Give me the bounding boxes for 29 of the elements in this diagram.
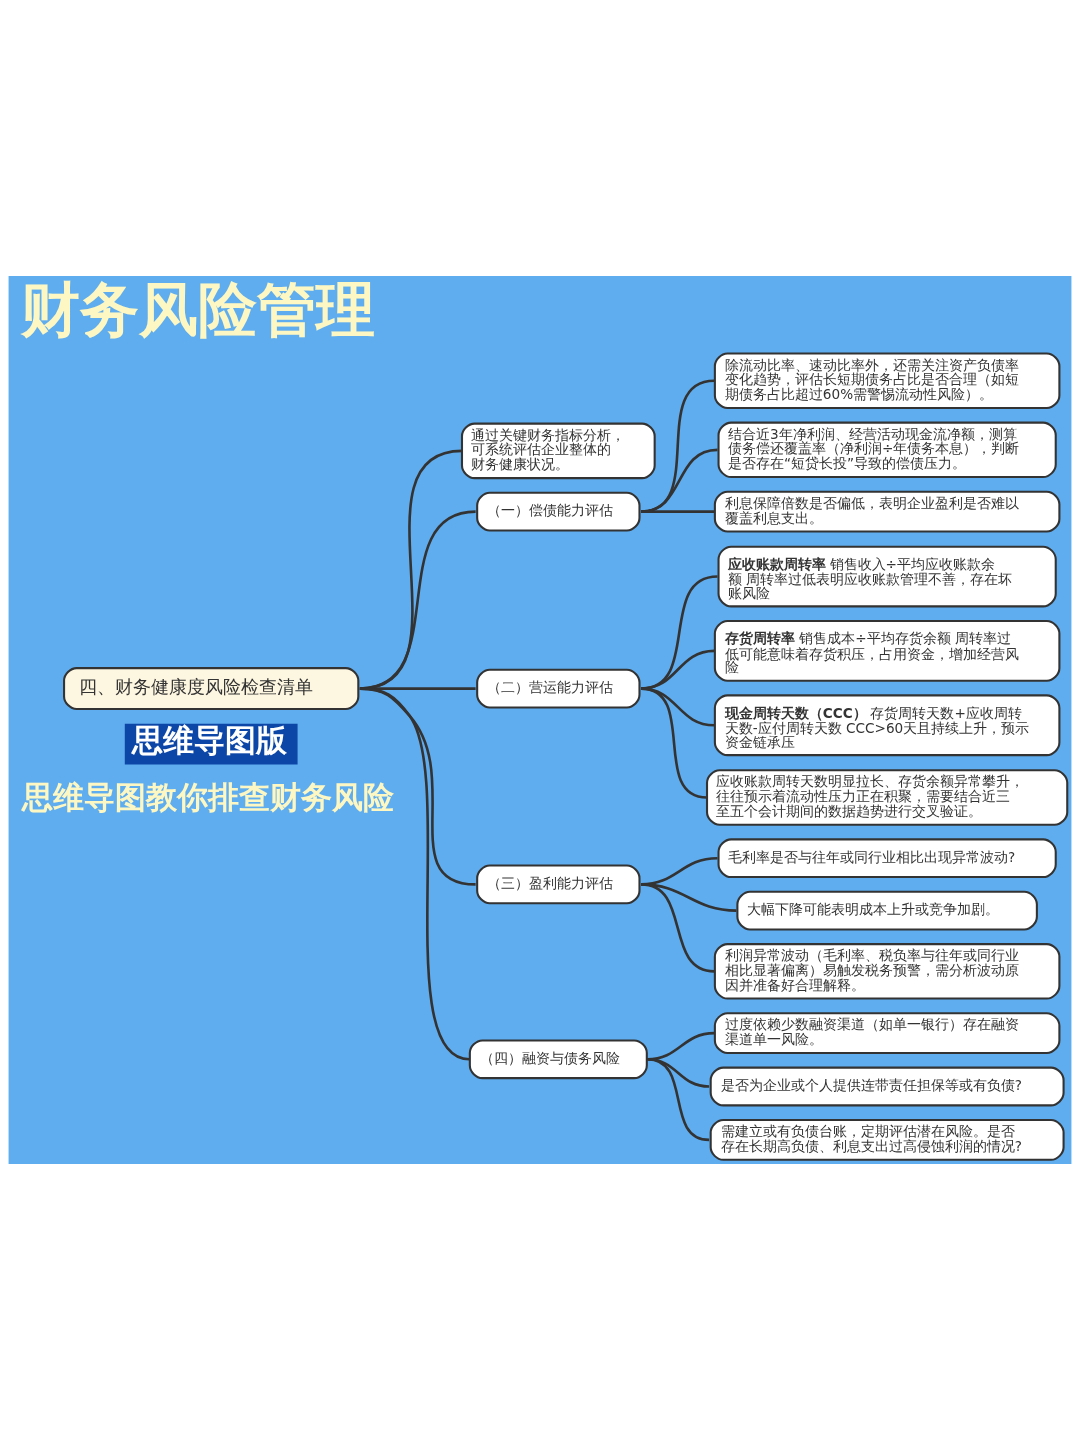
node-box: 是否为企业或个人提供连带责任担保等或有负债? bbox=[709, 1066, 1065, 1107]
node-box: （一）偿债能力评估 bbox=[476, 491, 641, 532]
node-box: 存货周转率 销售成本÷平均存货余额 周转率过低可能意味着存货积压，占用资金，增加经营风险 bbox=[713, 620, 1061, 682]
node-box: （三）盈利能力评估 bbox=[476, 864, 641, 905]
node-box: 过度依赖少数融资渠道（如单一银行）存在融资渠道单一风险。 bbox=[713, 1012, 1061, 1055]
connector bbox=[640, 379, 715, 513]
node-box: 四、财务健康度风险检查清单 bbox=[63, 667, 360, 711]
label: 思维导图教你排查财务风险 bbox=[22, 779, 395, 816]
connector bbox=[359, 687, 470, 1061]
node-box: 除流动比率、速动比率外，还需关注资产负债率变化趋势，评估长短期债务占比是否合理（如短期债务占比超过60%需警惕流动性风险）。 bbox=[713, 352, 1061, 409]
connector bbox=[640, 687, 708, 799]
label: 思维导图版 bbox=[132, 721, 288, 758]
node-box: 大幅下降可能表明成本上升或竞争加剧。 bbox=[736, 890, 1038, 931]
node-box: （二）营运能力评估 bbox=[476, 668, 641, 709]
node-box: 应收账款周转天数明显拉长、存货余额异常攀升，往往预示着流动性压力正在积聚，需要结合近三至五个会计期间的数据趋势进行交叉验证。 bbox=[705, 769, 1069, 826]
node-box: 通过关键财务指标分析，可系统评估企业整体的财务健康状况。 bbox=[460, 422, 656, 480]
node-box: 应收账款周转率 销售收入÷平均应收账款余额 周转率过低表明应收账款管理不善，存在坏账风险 bbox=[717, 545, 1057, 608]
connector bbox=[640, 448, 718, 513]
node-box: （四）融资与债务风险 bbox=[468, 1039, 648, 1080]
node-box: 利息保障倍数是否偏低，表明企业盈利是否难以覆盖利息支出。 bbox=[713, 490, 1061, 533]
node-box: 需建立或有负债台账，定期评估潜在风险。是否存在长期高负债、利息支出过高侵蚀利润的情况? bbox=[709, 1118, 1065, 1161]
diagram-title: 财务风险管理 bbox=[21, 276, 376, 345]
node-box: 现金周转天数（CCC） 存货周转天数+应收周转天数-应付周转天数 CCC>60天且持续上升，预示资金链承压 bbox=[713, 694, 1061, 757]
node-box: 利润异常波动（毛利率、税负率与往年或同行业相比显著偏离）易触发税务预警，需分析波动原因并准备好合理解释。 bbox=[713, 943, 1061, 1000]
node-box: 毛利率是否与往年或同行业相比出现异常波动? bbox=[717, 838, 1057, 879]
connector bbox=[647, 1058, 710, 1142]
node-box: 结合近3年净利润、经营活动现金流净额，测算债务偿还覆盖率（净利润÷年债务本息），判断是否存在“短贷长投”导致的偿债压力。 bbox=[717, 421, 1057, 479]
connector bbox=[640, 883, 715, 973]
connector bbox=[641, 510, 715, 513]
